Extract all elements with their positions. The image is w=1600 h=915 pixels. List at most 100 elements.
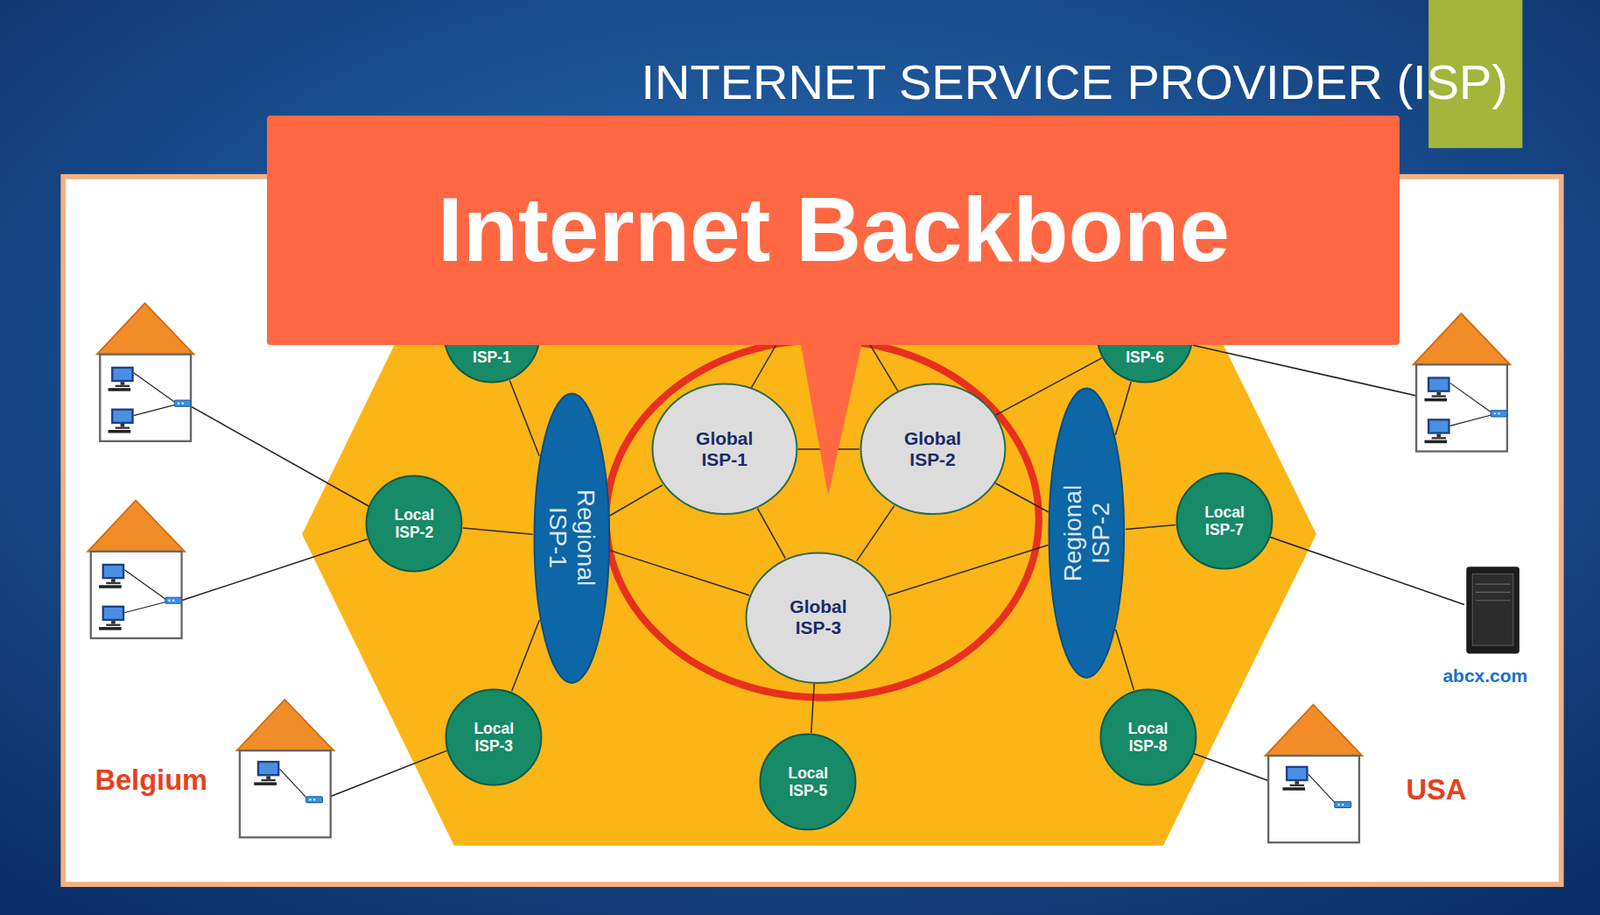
node-label: Local ISP-3: [457, 719, 530, 755]
connector-line: [610, 550, 750, 596]
lan-wire: [124, 569, 168, 601]
node-label: Local ISP-2: [378, 505, 451, 541]
connector-line: [811, 683, 815, 733]
global-isp-node: Global ISP-1: [651, 382, 799, 516]
house-roof: [1413, 313, 1511, 365]
connector-line: [509, 379, 540, 456]
node-label: Regional ISP-2: [1058, 466, 1115, 600]
access-wire: [1270, 536, 1465, 604]
house: [1265, 704, 1363, 843]
computer-icon: [98, 605, 125, 631]
house-body: [1416, 364, 1508, 451]
node-shape: [533, 392, 610, 682]
connector-line: [757, 508, 786, 559]
house-roof: [236, 699, 334, 751]
house-body: [239, 750, 331, 837]
node-shape: [1049, 387, 1125, 677]
node-label: ISP-1: [472, 348, 512, 366]
lan-wire: [1308, 773, 1338, 805]
computer-icon: [108, 408, 134, 434]
connector-line: [887, 544, 1048, 596]
node-label: Regional ISP-1: [543, 471, 600, 605]
router-icon: [306, 796, 323, 803]
text-block: Regional ISP-1: [543, 471, 600, 605]
text-block: Local ISP-2: [378, 505, 451, 541]
lan-wire: [133, 404, 177, 416]
house-roof: [1265, 704, 1363, 756]
text-block: Global ISP-1: [678, 428, 771, 471]
connector-line: [463, 527, 534, 534]
access-wire: [182, 539, 368, 601]
house-body: [91, 551, 183, 639]
connector-line: [995, 483, 1048, 513]
node-shape: [1177, 472, 1273, 569]
house-roof: [97, 302, 195, 354]
node-shape: [652, 384, 797, 515]
server-bay: [1475, 591, 1511, 593]
lan-wire: [1450, 414, 1494, 427]
house: [97, 302, 195, 441]
text-block: Regional ISP-2: [1058, 466, 1115, 600]
text-block: Global ISP-3: [772, 596, 865, 639]
lan-wire: [124, 601, 168, 613]
computer-icon: [1282, 765, 1308, 791]
regional-isp-node: Regional ISP-2: [1047, 386, 1126, 679]
house-body: [1268, 755, 1360, 843]
callout-box: Internet Backbone: [266, 115, 1400, 345]
house-body: [99, 354, 191, 442]
global-isp-node: Global ISP-3: [744, 551, 892, 685]
node-shape: [366, 476, 463, 572]
server-bay: [1475, 583, 1511, 585]
node-shape: [746, 552, 892, 683]
house: [236, 699, 334, 837]
node-shape: [446, 688, 542, 785]
slide-title: INTERNET SERVICE PROVIDER (ISP): [640, 57, 1509, 107]
node-label: Local ISP-5: [772, 764, 845, 800]
computer-icon: [253, 760, 280, 786]
router-icon: [1490, 410, 1508, 417]
lan-wire: [133, 372, 177, 404]
local-isp-circle: Local ISP-7: [1175, 471, 1274, 570]
lan-wire: [279, 768, 309, 800]
connector-line: [1125, 525, 1176, 530]
house: [1413, 313, 1511, 451]
country-label: Belgium: [94, 762, 208, 797]
computer-icon: [1424, 418, 1450, 443]
access-wire: [322, 750, 447, 800]
house: [87, 499, 185, 638]
access-wire: [190, 406, 370, 506]
server-front: [1472, 573, 1514, 646]
lan-wire: [1450, 382, 1494, 414]
node-label: Global ISP-1: [678, 428, 771, 471]
local-isp-circle: Local ISP-2: [364, 474, 464, 573]
router-icon: [165, 596, 183, 604]
node-label: Local ISP-7: [1188, 502, 1261, 538]
connector-line: [1115, 629, 1135, 690]
text-block: Local ISP-7: [1188, 502, 1261, 538]
text-block: ISP-6: [1125, 348, 1165, 366]
node-shape: [443, 287, 540, 383]
node-label: Local ISP-8: [1112, 719, 1185, 755]
text-block: Global ISP-2: [886, 428, 979, 471]
text-block: Local ISP-5: [772, 764, 845, 800]
node-shape: [1097, 287, 1193, 383]
router-icon: [174, 400, 191, 407]
highlight-ring: [605, 339, 1039, 697]
house-roof: [87, 499, 185, 551]
node-shape: [860, 384, 1005, 515]
node-label: Internet Backbone: [437, 177, 1230, 282]
node-label: Global ISP-2: [886, 428, 979, 471]
connector-line: [856, 505, 895, 562]
node-shape: [1100, 688, 1196, 785]
computer-icon: [98, 563, 125, 589]
text-block: Local ISP-8: [1112, 719, 1185, 755]
node-label: Global ISP-3: [772, 596, 865, 639]
connector-line: [610, 484, 663, 516]
node-shape: [760, 734, 857, 830]
connector-line: [512, 619, 541, 691]
local-isp-circle: Local ISP-3: [444, 687, 543, 786]
text-block: ISP-1: [472, 348, 512, 366]
computer-icon: [1424, 376, 1450, 401]
